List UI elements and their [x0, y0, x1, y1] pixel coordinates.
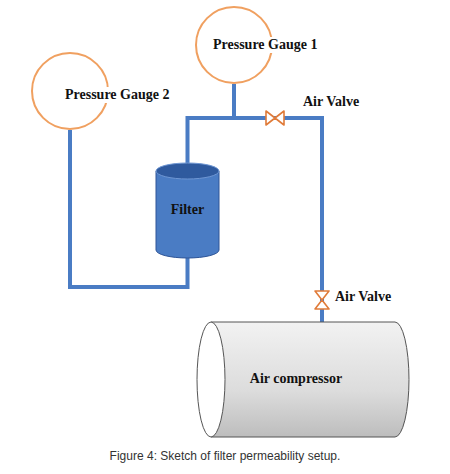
figure-caption: Figure 4: Sketch of filter permeability …	[110, 449, 341, 463]
filter-body	[156, 171, 219, 258]
compressor-body	[211, 322, 409, 437]
gauge-label: Pressure Gauge 1	[212, 37, 318, 53]
air-valve-symbol	[315, 291, 329, 309]
node-label: Air compressor	[250, 371, 342, 387]
air-compressor: Air compressor	[197, 322, 395, 437]
filter-cylinder: Filter	[156, 163, 219, 258]
valve-label: Air Valve	[303, 94, 359, 110]
gauge-label: Pressure Gauge 2	[64, 87, 170, 103]
valve-label: Air Valve	[335, 289, 391, 305]
air-valve-symbol	[266, 111, 284, 125]
compressor-end	[197, 322, 225, 437]
node-label: Filter	[171, 202, 204, 218]
filter-top	[156, 163, 219, 179]
pressure-gauge: Pressure Gauge 1	[195, 6, 273, 84]
pressure-gauge: Pressure Gauge 2	[31, 52, 109, 130]
